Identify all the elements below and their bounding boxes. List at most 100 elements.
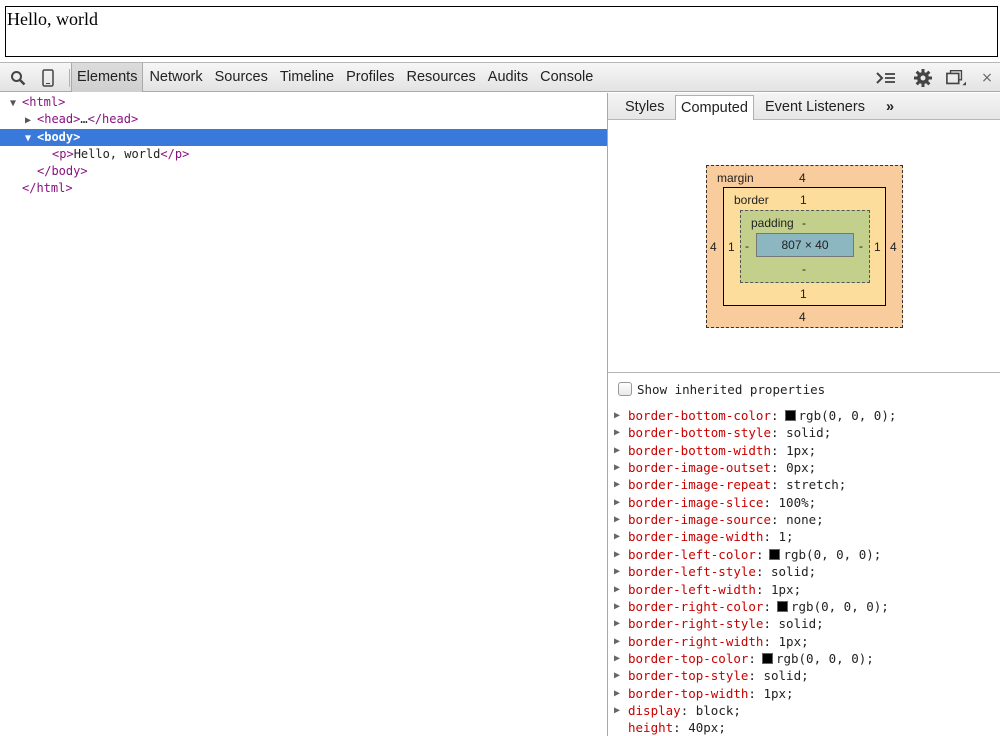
computed-property-row[interactable]: ▶border-image-width: 1; — [614, 528, 794, 545]
tab-sources[interactable]: Sources — [214, 69, 268, 85]
show-inherited-row[interactable]: Show inherited properties — [618, 380, 825, 398]
tree-row-body-selected[interactable]: ▼<body> — [0, 129, 608, 146]
disclosure-triangle-icon[interactable]: ▼ — [10, 98, 17, 109]
computed-property-row[interactable]: ▶border-left-width: 1px; — [614, 581, 801, 598]
computed-property-row[interactable]: ▶border-right-width: 1px; — [614, 633, 809, 650]
tab-resources[interactable]: Resources — [406, 69, 476, 85]
disclosure-triangle-icon[interactable]: ▶ — [614, 600, 621, 612]
search-icon[interactable] — [8, 68, 28, 88]
tree-row-html[interactable]: ▼<html> — [0, 94, 608, 111]
padding-bottom-value[interactable]: - — [802, 262, 806, 276]
disclosure-triangle-icon[interactable]: ▶ — [614, 548, 621, 560]
show-inherited-checkbox[interactable] — [618, 382, 632, 396]
panel-divider[interactable] — [607, 93, 608, 736]
tab-computed[interactable]: Computed — [675, 95, 754, 120]
disclosure-triangle-icon[interactable]: ▶ — [614, 496, 621, 508]
tab-console[interactable]: Console — [540, 69, 594, 85]
border-top-value[interactable]: 1 — [800, 193, 807, 207]
property-name: display — [628, 702, 681, 718]
computed-property-row[interactable]: ▶border-image-outset: 0px; — [614, 459, 816, 476]
computed-property-row[interactable]: ▶border-top-color:rgb(0, 0, 0); — [614, 650, 874, 667]
color-swatch[interactable] — [777, 600, 788, 612]
tree-row-head[interactable]: ▶<head>…</head> — [0, 111, 608, 128]
property-colon: : — [771, 477, 779, 493]
html-close-tag: </html> — [22, 181, 73, 195]
disclosure-triangle-icon[interactable]: ▶ — [614, 531, 621, 543]
margin-bottom-value[interactable]: 4 — [799, 310, 806, 324]
toolbar-separator — [69, 69, 70, 87]
disclosure-triangle-icon[interactable]: ▶ — [614, 670, 621, 682]
disclosure-triangle-icon[interactable]: ▶ — [614, 514, 621, 526]
computed-property-row[interactable]: ▶border-image-slice: 100%; — [614, 494, 816, 511]
drawer-icon[interactable] — [876, 68, 896, 88]
color-swatch[interactable] — [769, 548, 781, 560]
property-value: 0px; — [786, 460, 817, 476]
computed-property-row[interactable]: ▶border-bottom-color:rgb(0, 0, 0); — [614, 407, 896, 424]
computed-property-row[interactable]: ▶border-right-color:rgb(0, 0, 0); — [614, 598, 889, 615]
disclosure-triangle-icon[interactable]: ▶ — [614, 687, 621, 699]
tab-event-listeners[interactable]: Event Listeners — [765, 99, 865, 115]
computed-property-row[interactable]: ▶border-right-style: solid; — [614, 615, 824, 632]
tab-styles[interactable]: Styles — [625, 99, 665, 115]
device-mode-icon[interactable] — [38, 68, 58, 88]
property-value: 40px; — [688, 720, 726, 736]
property-name: border-bottom-color — [628, 408, 771, 423]
preview-text: Hello, world — [7, 9, 98, 29]
tab-profiles[interactable]: Profiles — [346, 69, 395, 85]
disclosure-triangle-icon[interactable]: ▶ — [614, 704, 621, 716]
padding-top-value[interactable]: - — [802, 216, 806, 230]
settings-gear-icon[interactable] — [913, 68, 933, 88]
disclosure-triangle-icon[interactable]: ▶ — [25, 115, 32, 126]
box-model-content[interactable]: 807 × 40 — [756, 233, 854, 257]
disclosure-triangle-icon[interactable]: ▶ — [614, 618, 621, 630]
border-left-value[interactable]: 1 — [728, 240, 735, 254]
computed-property-row[interactable]: ▶border-top-style: solid; — [614, 667, 809, 684]
computed-property-row[interactable]: height: 40px; — [614, 719, 726, 736]
property-space — [688, 702, 696, 719]
p-text: Hello, world — [73, 147, 161, 161]
tab-audits[interactable]: Audits — [487, 69, 529, 85]
tree-row-html-close[interactable]: </html> — [0, 180, 608, 197]
tree-row-body-close[interactable]: </body> — [0, 163, 608, 180]
disclosure-triangle-icon[interactable]: ▶ — [614, 652, 621, 664]
computed-property-row[interactable]: ▶border-bottom-style: solid; — [614, 424, 831, 441]
more-tabs-icon[interactable]: » — [886, 99, 895, 115]
padding-right-value[interactable]: - — [859, 239, 863, 253]
tab-timeline[interactable]: Timeline — [279, 69, 335, 85]
property-name: border-bottom-style — [628, 425, 771, 441]
tab-network[interactable]: Network — [149, 69, 203, 85]
margin-top-value[interactable]: 4 — [799, 171, 806, 185]
disclosure-triangle-icon[interactable]: ▶ — [614, 462, 621, 474]
property-value: rgb(0, 0, 0); — [791, 598, 889, 614]
computed-property-row[interactable]: ▶border-left-color:rgb(0, 0, 0); — [614, 546, 881, 563]
property-name: border-image-slice — [628, 494, 764, 510]
p-close-tag: </p> — [160, 147, 190, 161]
tree-row-p[interactable]: <p>Hello, world</p> — [0, 146, 608, 163]
margin-right-value[interactable]: 4 — [890, 240, 897, 254]
disclosure-triangle-icon[interactable]: ▶ — [614, 479, 621, 491]
close-icon[interactable]: × — [981, 70, 993, 86]
disclosure-triangle-icon[interactable]: ▶ — [614, 566, 621, 578]
computed-property-row[interactable]: ▶border-image-source: none; — [614, 511, 824, 528]
disclosure-triangle-icon[interactable]: ▼ — [25, 133, 32, 144]
disclosure-triangle-icon[interactable]: ▶ — [614, 427, 621, 439]
border-bottom-value[interactable]: 1 — [800, 287, 807, 301]
color-swatch[interactable] — [784, 410, 796, 421]
border-right-value[interactable]: 1 — [874, 240, 881, 254]
dock-icon[interactable] — [946, 68, 966, 88]
margin-left-value[interactable]: 4 — [710, 240, 717, 254]
disclosure-triangle-icon[interactable]: ▶ — [614, 583, 621, 595]
computed-property-row[interactable]: ▶display: block; — [614, 702, 741, 719]
computed-property-row[interactable]: ▶border-top-width: 1px; — [614, 685, 794, 702]
padding-left-value[interactable]: - — [745, 239, 749, 253]
computed-property-row[interactable]: ▶border-image-repeat: stretch; — [614, 476, 846, 493]
tab-elements[interactable]: Elements — [71, 63, 144, 92]
property-name: border-left-color — [628, 546, 756, 562]
box-model-area: margin 4 4 4 4 border 1 1 1 1 padding - … — [608, 121, 1000, 373]
computed-property-row[interactable]: ▶border-bottom-width: 1px; — [614, 442, 816, 459]
disclosure-triangle-icon[interactable]: ▶ — [614, 635, 621, 647]
color-swatch[interactable] — [761, 652, 773, 664]
computed-property-row[interactable]: ▶border-left-style: solid; — [614, 563, 816, 580]
disclosure-triangle-icon[interactable]: ▶ — [614, 444, 621, 456]
disclosure-triangle-icon[interactable]: ▶ — [614, 410, 621, 421]
